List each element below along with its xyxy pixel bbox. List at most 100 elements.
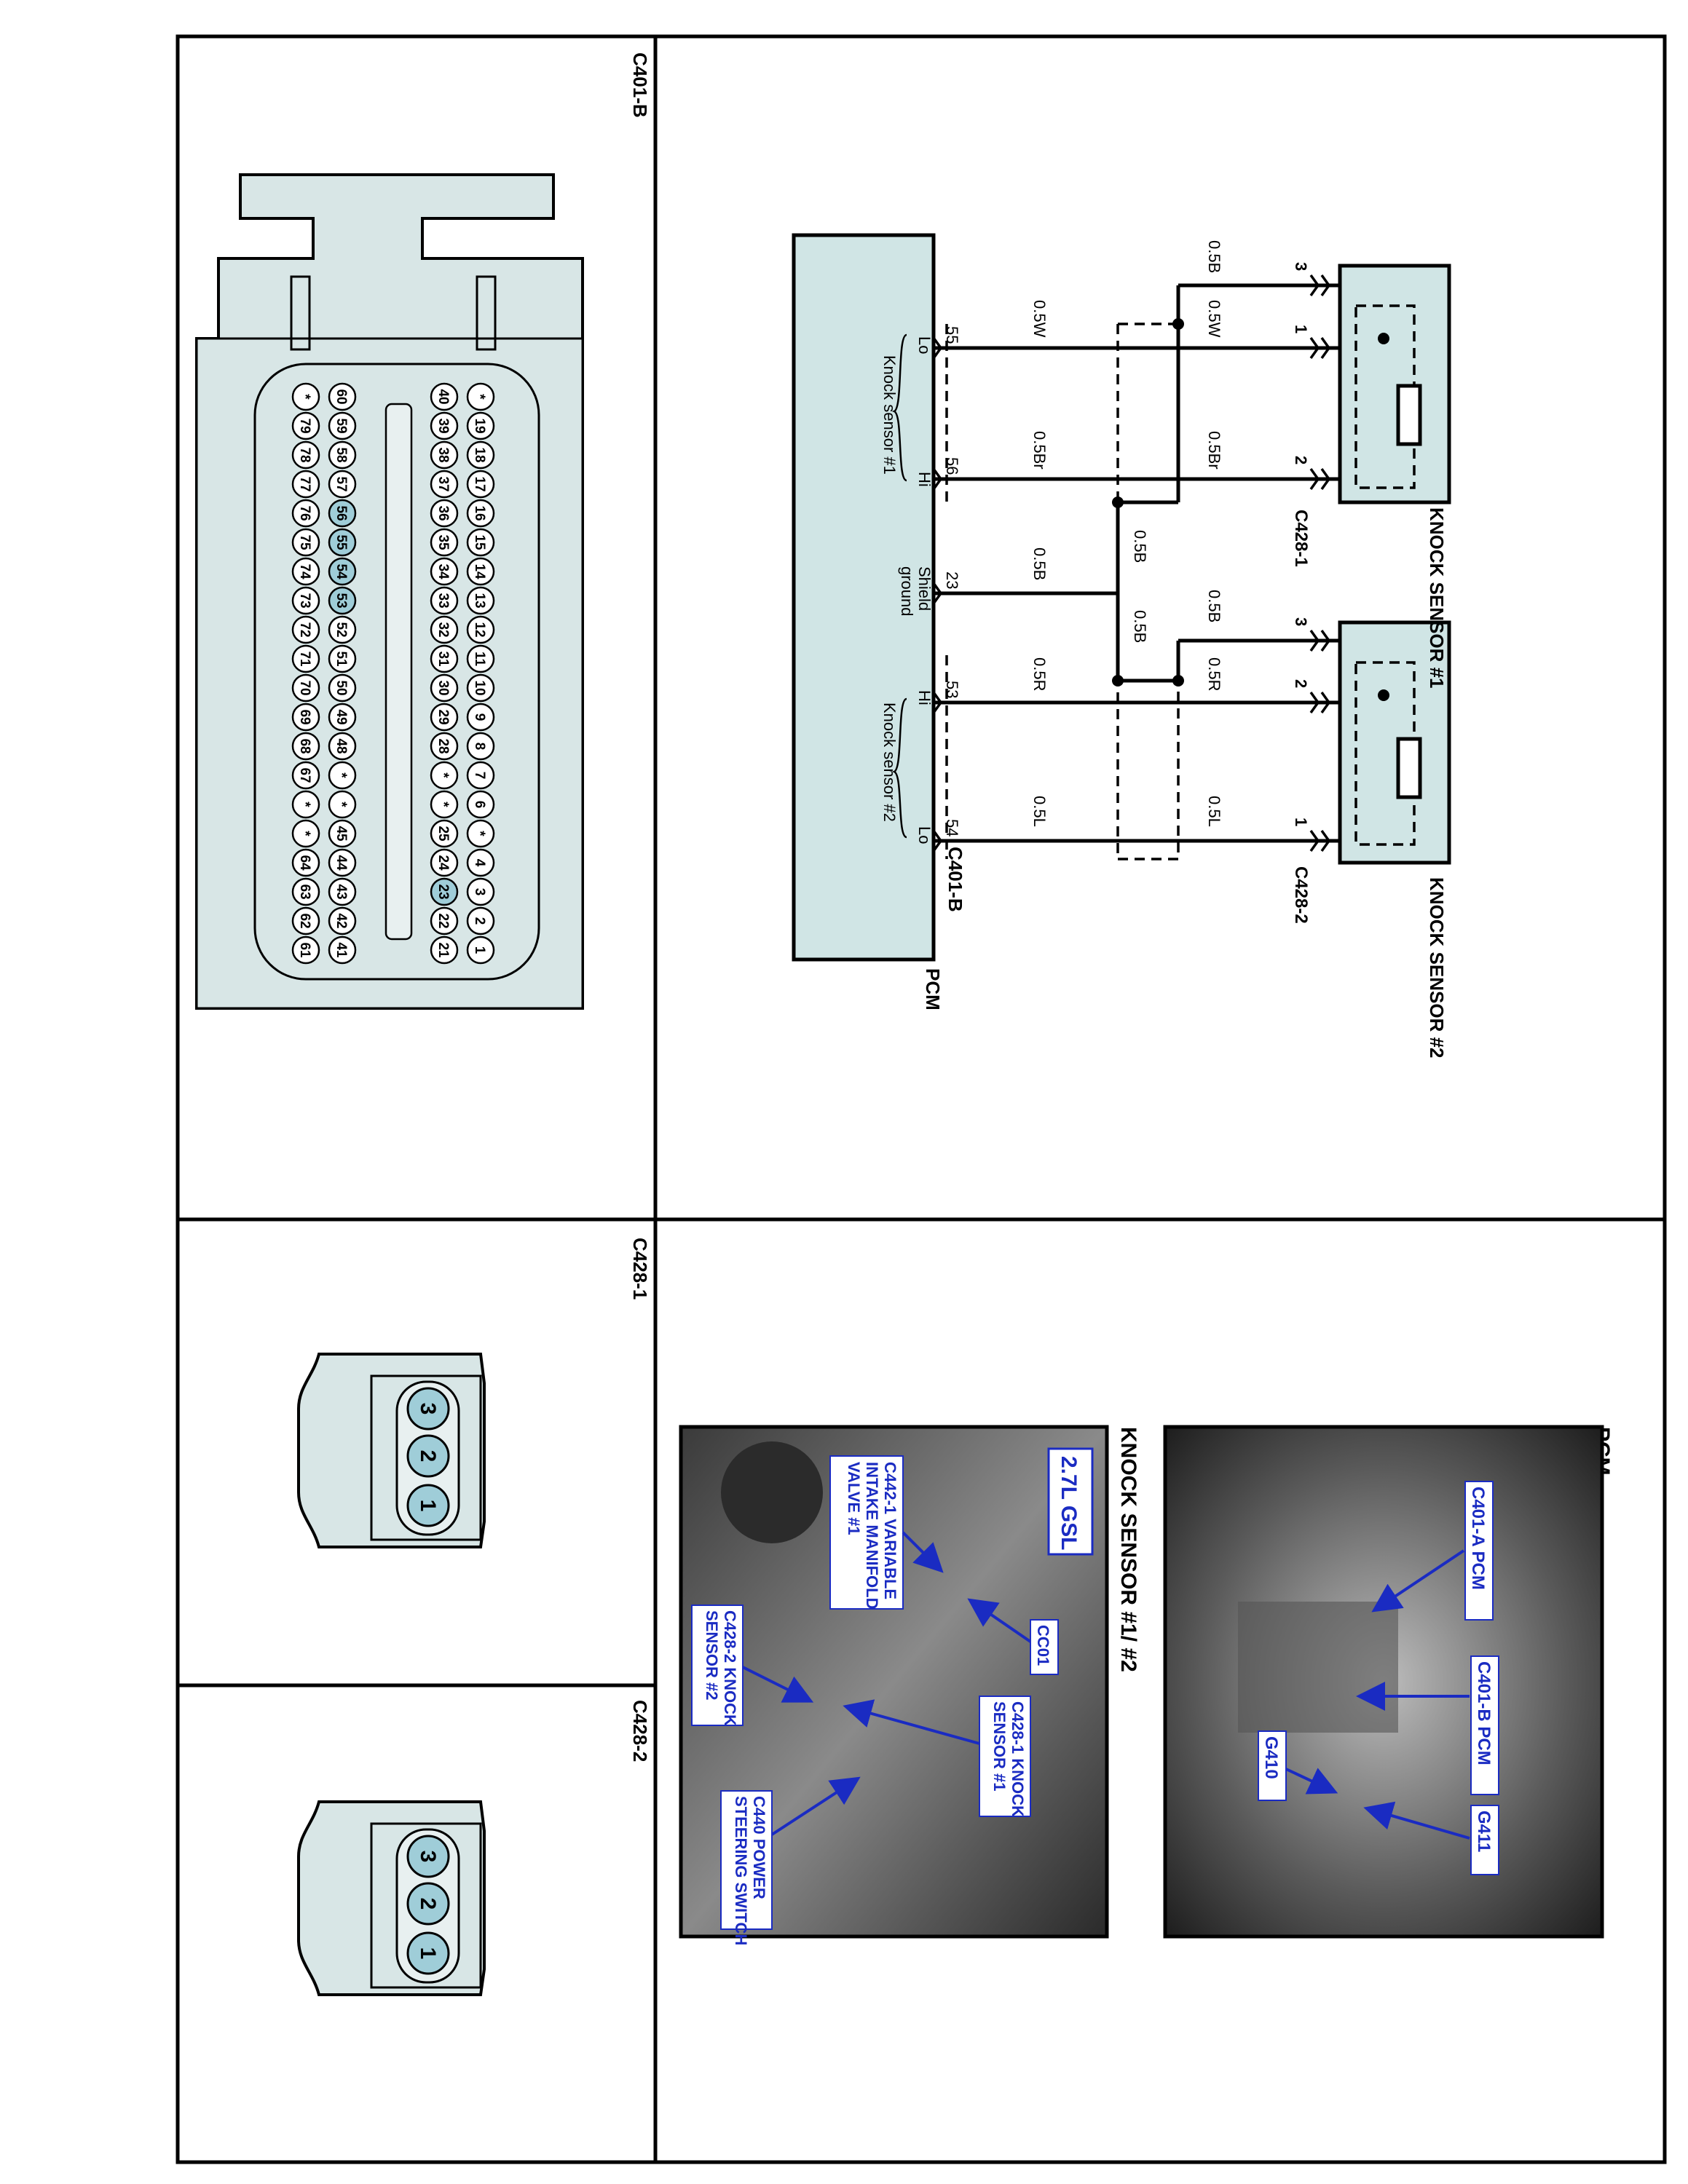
knock-sensor-photo-panel: KNOCK SENSOR #1/ #2 2.7L GSL C442-1 VARI… <box>679 1425 1140 1945</box>
c401b-pin-label: 39 <box>435 418 451 433</box>
wire-label-05br: 0.5Br <box>1030 431 1049 470</box>
c401b-pin-label: 6 <box>472 801 487 809</box>
callout-g410: G410 <box>1261 1736 1281 1779</box>
c401b-pin-label: * <box>435 802 451 807</box>
c401b-pin-label: 58 <box>334 447 349 462</box>
c401b-pin <box>291 470 320 499</box>
c401b-pin-label: * <box>334 802 349 807</box>
c401b-pin <box>430 499 459 528</box>
c401b-pin-label: 31 <box>435 651 451 667</box>
c401b-pin <box>328 528 357 557</box>
wire-label-05l: 0.5L <box>1205 796 1223 827</box>
callout-c428-2-line2: SENSOR #2 <box>703 1610 721 1701</box>
junction-dot <box>1172 318 1184 330</box>
schematic: PCM C401-B KNOCK SENSOR #1 KNOCK SENSOR … <box>792 233 1451 1059</box>
callout-c428-2-line1: C428-2 KNOCK <box>721 1610 739 1726</box>
c401b-pin-label: 30 <box>435 680 451 695</box>
c401b-pin-label: 1 <box>472 946 487 954</box>
pcm-pin-brackets <box>891 333 907 839</box>
c401b-pin <box>430 877 459 906</box>
c401b-pin <box>328 790 357 819</box>
c401b-pin-label: 45 <box>334 826 349 842</box>
c428-2-pin-1: 1 <box>416 1947 440 1960</box>
callout-box <box>720 1790 773 1930</box>
c401b-pin <box>291 790 320 819</box>
wire-label-05b: 0.5B <box>1131 530 1149 563</box>
c401b-pin-label: 44 <box>334 855 349 871</box>
c401b-pin-label: 33 <box>435 593 451 608</box>
c401b-pin-label: 7 <box>472 772 487 780</box>
c401b-pin-label: 13 <box>472 593 487 608</box>
c428-1-pin <box>406 1434 450 1478</box>
c401b-pin-label: 50 <box>334 680 349 695</box>
pcm-box <box>792 233 936 962</box>
c401b-pin <box>291 848 320 877</box>
ks1-connector-label: C428-1 <box>1291 510 1311 567</box>
callout-g411: G411 <box>1474 1811 1494 1852</box>
c401b-pin-label: 74 <box>297 563 312 579</box>
c401b-pin <box>466 703 495 732</box>
c401b-pin <box>466 819 495 848</box>
c401b-pin-label: 15 <box>472 534 487 550</box>
c401b-pin-label: 43 <box>334 884 349 899</box>
c401b-pin-label: 34 <box>435 563 451 579</box>
c401b-pin-label: 68 <box>297 738 312 753</box>
photo-pulley <box>721 1441 823 1543</box>
c401b-pin-label: 70 <box>297 680 312 695</box>
ks2-pin1: 1 <box>1292 818 1310 826</box>
c401b-pin <box>328 673 357 703</box>
c401b-pin-label: 4 <box>472 859 487 867</box>
c401b-pin <box>328 615 357 644</box>
c401b-pin <box>328 732 357 761</box>
callout-c440-line1: C440 POWER <box>750 1796 768 1899</box>
c401b-pin <box>466 732 495 761</box>
c401b-pin-label: 49 <box>334 709 349 724</box>
c428-1-pin <box>406 1484 450 1527</box>
c401b-pin <box>430 732 459 761</box>
c428-1-pins: 3 2 1 <box>406 1387 450 1527</box>
shield-dash-bottom <box>1118 681 1180 860</box>
c401b-pin-label: 10 <box>472 680 487 695</box>
c401b-pin-label: 79 <box>297 418 312 433</box>
callout-cc01: CC01 <box>1034 1625 1052 1666</box>
pcm-photo-panel: PCM C401-A PCM C401-B PCM G410 G411 <box>1163 1425 1614 1939</box>
c401b-pin <box>291 761 320 790</box>
wire-label-05br: 0.5Br <box>1205 431 1223 470</box>
callout-box <box>1464 1481 1494 1621</box>
c401b-pin <box>430 906 459 935</box>
c401b-pin <box>430 935 459 965</box>
wire-label-05b: 0.5B <box>1205 240 1223 273</box>
c401b-pin-label: 3 <box>472 888 487 896</box>
c401b-pin-label: * <box>297 802 312 807</box>
c401b-pin <box>466 615 495 644</box>
knock-sensor-1-element <box>1396 384 1422 446</box>
c401b-pin <box>466 382 495 411</box>
engine-badge: 2.7L GSL <box>1057 1456 1081 1551</box>
c401b-pin-label: 40 <box>435 389 451 404</box>
ks-photo-callouts: C442-1 VARIABLE INTAKE MANIFOLD VALVE #1… <box>691 1455 1059 1945</box>
c428-1-pin-2: 2 <box>416 1450 440 1463</box>
c401b-pin <box>328 703 357 732</box>
c401b-pin <box>328 935 357 965</box>
c401b-pin <box>466 528 495 557</box>
c401b-pin-label: 17 <box>472 476 487 491</box>
c428-1-label: C428-1 <box>629 1238 651 1299</box>
c428-2-pin-2: 2 <box>416 1898 440 1910</box>
c401b-pin <box>430 470 459 499</box>
callout-box <box>979 1696 1031 1817</box>
c401b-pin-label: 75 <box>297 534 312 550</box>
c401b-pin-label: 73 <box>297 593 312 608</box>
c401b-pin-label: 54 <box>334 563 349 579</box>
c401b-pin <box>291 411 320 440</box>
c401b-pin-label: 18 <box>472 447 487 462</box>
c401b-pin <box>430 761 459 790</box>
c428-2-pin <box>406 1882 450 1926</box>
c401b-pin <box>466 790 495 819</box>
c401b-pin <box>328 557 357 586</box>
c401b-pin-label: 32 <box>435 622 451 637</box>
c401b-pin-label: 11 <box>472 652 487 667</box>
c401b-pin-label: 77 <box>297 476 312 491</box>
c401b-pin <box>466 877 495 906</box>
c401b-pin-label: 42 <box>334 913 349 928</box>
ks1-pin2: 2 <box>1292 456 1310 464</box>
